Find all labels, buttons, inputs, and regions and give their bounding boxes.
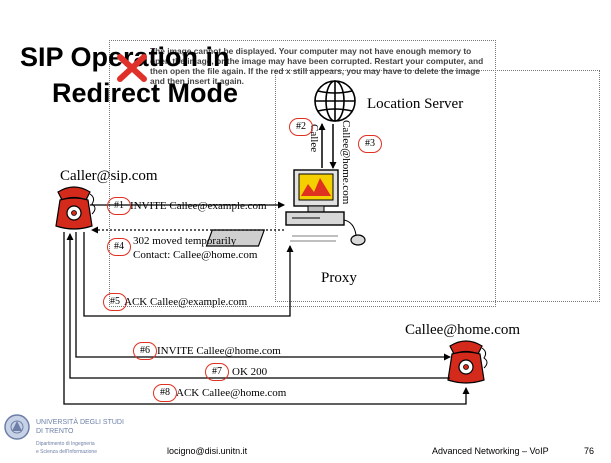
step-number: #8 [153, 384, 177, 402]
callee-label: Callee@home.com [405, 322, 521, 338]
step-number: #6 [133, 342, 157, 360]
step-number: #2 [289, 118, 313, 136]
university-seal-icon [4, 414, 30, 440]
arrow-step8 [63, 232, 470, 405]
caller-label: Caller@sip.com [60, 168, 158, 184]
caller-phone-icon [55, 186, 96, 230]
globe-icon [314, 80, 356, 122]
university-name-line2: DI TRENTO [36, 428, 74, 435]
arrow-step7 [66, 233, 450, 379]
footer-email: locigno@disi.unitn.it [167, 446, 248, 456]
slide-title-line2: Redirect Mode [52, 78, 239, 108]
vertical-label-callee-home: Callee@home.com [340, 120, 352, 205]
department-line1: Dipartimento di Ingegneria [36, 441, 95, 447]
step-text: INVITE Callee@example.com [130, 200, 267, 212]
location-server-label: Location Server [367, 96, 464, 112]
step-text: 302 moved temporarily [133, 235, 237, 247]
step-number: #4 [107, 238, 131, 256]
step-text: INVITE Callee@home.com [157, 345, 281, 357]
footer-course: Advanced Networking – VoIP [432, 446, 549, 456]
step-number: #7 [205, 363, 229, 381]
step-number: #1 [107, 197, 131, 215]
broken-image-frame-2 [275, 70, 600, 302]
broken-image-message: The image cannot be displayed. Your comp… [150, 46, 484, 86]
arrow-step5 [83, 232, 294, 317]
university-name-line1: UNIVERSITÀ DEGLI STUDI [36, 419, 124, 426]
broken-image-frame-1 [109, 40, 496, 307]
department-line2: e Scienza dell'Informazione [36, 449, 97, 455]
server-computer-icon [205, 169, 366, 247]
step-text: ACK Callee@example.com [124, 296, 248, 308]
step-text: OK 200 [232, 366, 268, 378]
page-number: 76 [584, 446, 595, 456]
callee-phone-icon [447, 340, 488, 384]
proxy-label: Proxy [321, 270, 357, 286]
step-text: ACK Callee@home.com [176, 387, 287, 399]
slide-title-line1: SIP Operation in [20, 42, 230, 72]
step4-contact: Contact: Callee@home.com [133, 249, 258, 261]
broken-image-icon [117, 54, 147, 82]
step-number: #3 [358, 135, 382, 153]
step-number: #5 [103, 293, 127, 311]
arrow-step6 [75, 232, 451, 361]
